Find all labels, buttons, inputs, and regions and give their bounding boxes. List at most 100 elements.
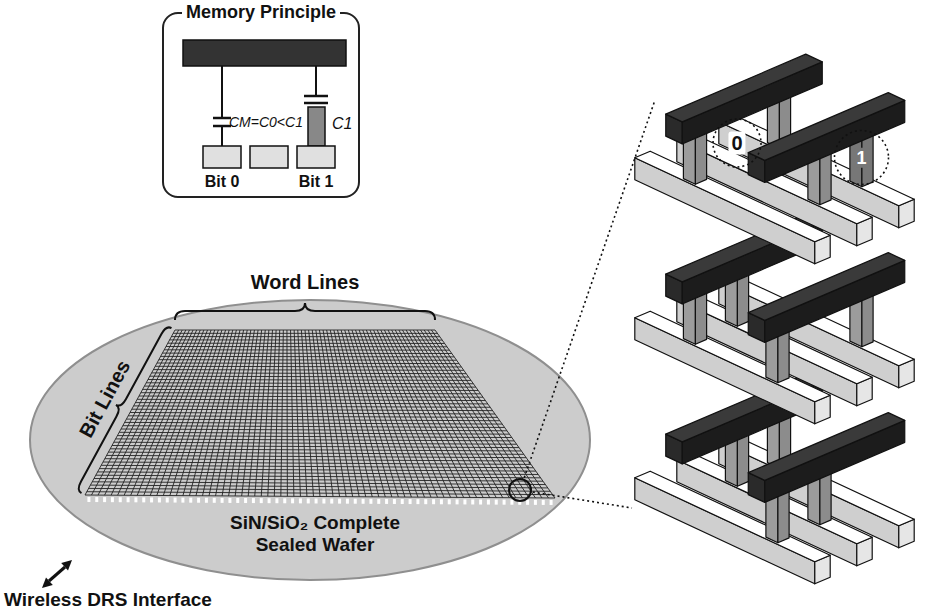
pad — [354, 499, 357, 504]
pad — [197, 498, 200, 503]
pad — [174, 498, 177, 503]
wafer-outline — [30, 300, 590, 580]
pad — [503, 500, 506, 505]
pad — [409, 499, 412, 504]
interface-label: Wireless DRS Interface — [4, 589, 212, 611]
arrow-shaft — [49, 567, 65, 581]
bit-line — [128, 416, 497, 418]
bit-line — [150, 376, 469, 378]
pad — [283, 498, 286, 503]
bit-line — [96, 475, 541, 478]
bit-line — [89, 488, 551, 491]
pad — [103, 497, 106, 502]
pad — [166, 498, 169, 503]
word-line-bar — [748, 253, 905, 343]
label-anchor: Bit 0 — [205, 173, 240, 191]
pad — [252, 498, 255, 503]
pad — [95, 497, 98, 502]
pad — [393, 499, 396, 504]
memory-pillar-face — [862, 294, 873, 347]
dotted-circle — [835, 131, 889, 185]
array-label: Word Lines — [251, 271, 360, 294]
pad — [228, 498, 231, 503]
word-line-bar-face — [748, 93, 905, 161]
bit-line — [99, 469, 535, 472]
label-anchor: Wireless DRS Interface — [4, 589, 212, 611]
pad — [479, 500, 482, 505]
pad — [158, 497, 161, 502]
bit-line — [144, 386, 475, 387]
pad — [307, 498, 310, 503]
pad — [416, 499, 419, 504]
pad — [510, 500, 513, 505]
panel-heading: Memory Principle — [182, 2, 340, 23]
bit-line — [175, 330, 435, 331]
pad — [111, 497, 114, 502]
pad — [322, 499, 325, 504]
pad — [275, 498, 278, 503]
memory-pillar — [308, 107, 325, 146]
pad — [315, 498, 318, 503]
bit-line-block — [203, 146, 241, 168]
memory-schematic — [183, 40, 346, 168]
bit-line — [161, 356, 455, 357]
pad — [542, 500, 545, 505]
bit-line — [126, 419, 499, 421]
bit-line — [94, 479, 543, 482]
pad — [205, 498, 208, 503]
bit-line-bar-face — [635, 158, 815, 264]
bit-line — [153, 369, 463, 371]
zoom-leader — [533, 492, 632, 508]
label-anchor: 1 — [853, 147, 869, 168]
pad — [134, 497, 137, 502]
wire — [221, 66, 223, 118]
bit-line — [159, 359, 457, 361]
label-anchor: Word Lines — [251, 271, 360, 294]
bit-line — [135, 403, 487, 404]
pad — [244, 498, 247, 503]
pad — [550, 500, 553, 505]
label-anchor: CM=C0<C1 — [229, 114, 303, 130]
pad — [142, 497, 145, 502]
brace — [71, 322, 172, 493]
bit-line-bar-face — [635, 318, 815, 424]
bit-line — [139, 396, 483, 397]
arrow-head — [42, 578, 53, 589]
bit-line — [114, 442, 517, 444]
pad — [385, 499, 388, 504]
bit-line — [148, 379, 471, 381]
arrow-head — [61, 560, 72, 571]
bit-line — [152, 372, 467, 374]
pad — [456, 499, 459, 504]
word-line-bar — [748, 93, 905, 183]
bit-line — [123, 426, 505, 428]
bit-line-bar-face — [635, 478, 815, 584]
pad — [150, 497, 153, 502]
pad — [291, 498, 294, 503]
bit-line — [92, 482, 545, 485]
capacitance-label: C1 — [332, 115, 352, 133]
bit-line-block — [250, 146, 288, 168]
bit-line — [137, 399, 485, 400]
capacitor-plate — [213, 117, 231, 120]
word-line-bar — [183, 40, 346, 66]
bit-line — [116, 439, 515, 441]
bit-line — [103, 462, 531, 464]
bit-line — [130, 413, 495, 415]
pad — [119, 497, 122, 502]
bit-line-block — [297, 146, 335, 168]
bit-label: Bit 1 — [299, 173, 334, 191]
bit-line — [168, 343, 445, 344]
bit-line — [171, 336, 439, 337]
pad — [487, 500, 490, 505]
wire — [221, 126, 223, 146]
label-anchor: 0 — [728, 132, 745, 155]
bit-line — [143, 389, 479, 390]
wafer-caption: SiN/SiO₂ Complete Sealed Wafer — [210, 512, 420, 556]
pad — [221, 498, 224, 503]
pad — [495, 500, 498, 505]
dotted-circle — [713, 119, 761, 167]
memory-pillar-face — [695, 291, 706, 344]
wire — [315, 66, 317, 96]
